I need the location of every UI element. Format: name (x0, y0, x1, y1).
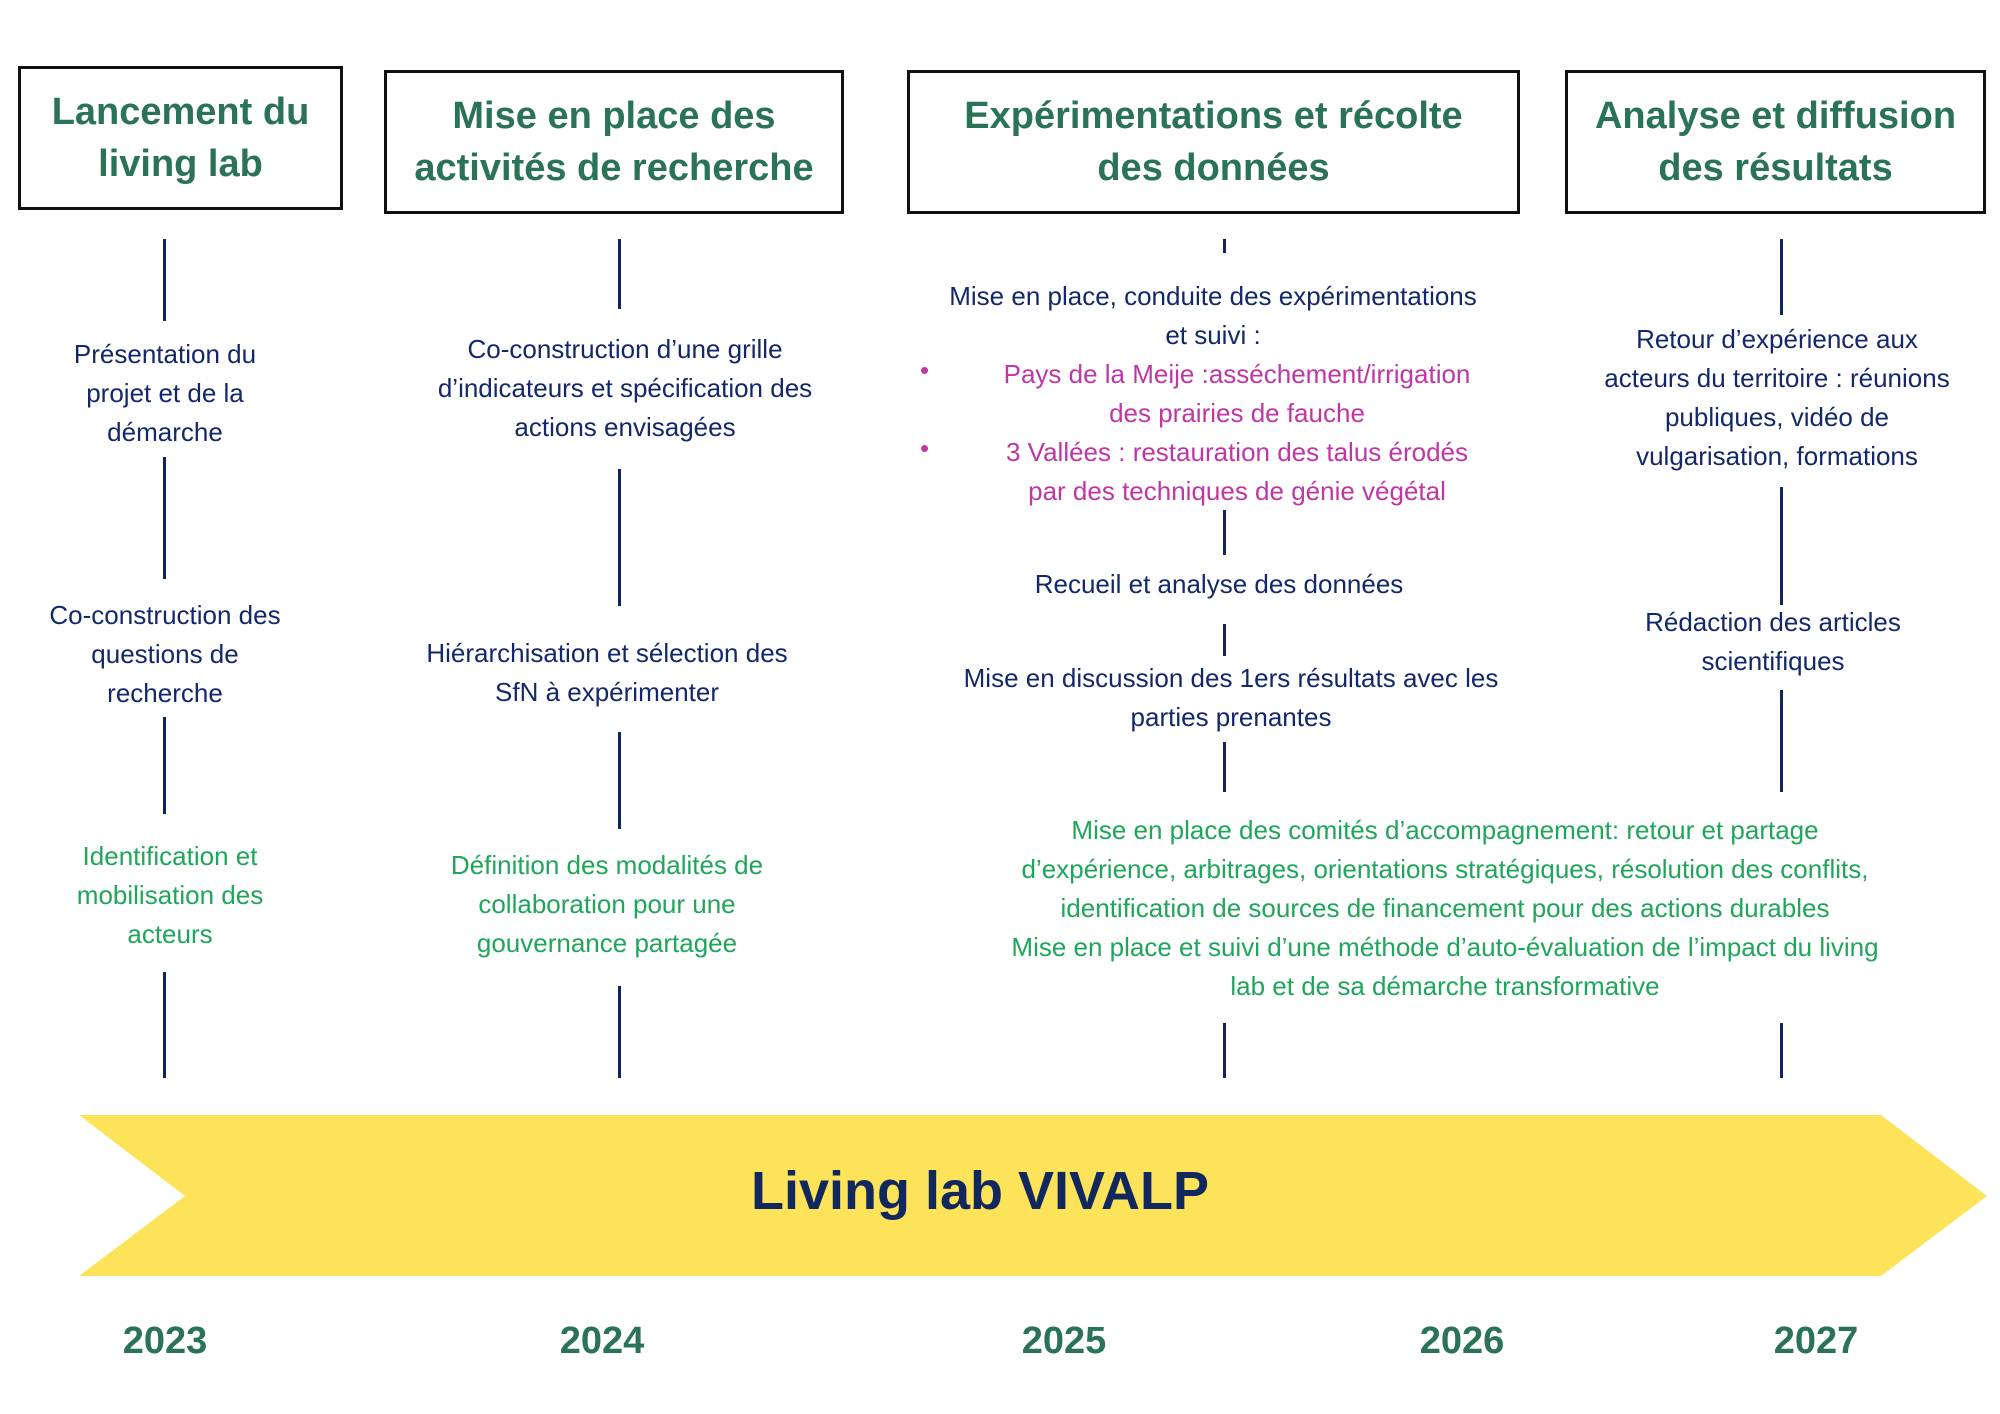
step-scientific-articles: Rédaction des articles scientifiques (1645, 603, 1901, 681)
step-line: Présentation du (73, 339, 257, 369)
connector-line (163, 457, 166, 579)
bullet-line: 3 Vallées : restauration des talus érodé… (1005, 437, 1469, 467)
phase-title: Analyse et diffusion des résultats (1595, 90, 1956, 194)
step-line: d’expérience, arbitrages, orientations s… (1021, 854, 1869, 884)
phase-box-launch: Lancement du living lab (18, 66, 343, 210)
step-line: SfN à expérimenter (495, 677, 719, 707)
bullet-3-vallees: 3 Vallées : restauration des talus érodé… (1006, 433, 1468, 511)
timeline-title: Living lab VIVALP (750, 1161, 1210, 1221)
step-line: acteurs (127, 919, 213, 949)
step-line: Mise en discussion des 1ers résultats av… (963, 663, 1499, 693)
phase-title-line: Lancement du (51, 91, 310, 133)
step-line: mobilisation des (76, 880, 264, 910)
step-line: Recueil et analyse des données (1034, 569, 1404, 599)
phase-box-analysis: Analyse et diffusion des résultats (1565, 70, 1986, 214)
step-line: projet et de la (86, 378, 244, 408)
step-experiments-setup: Mise en place, conduite des expérimentat… (949, 277, 1477, 355)
phase-box-research-setup: Mise en place des activités de recherche (384, 70, 844, 214)
arrow-shape (79, 1115, 1987, 1276)
bullet-line: Pays de la Meije :asséchement/irrigation (1003, 359, 1471, 389)
connector-line (1223, 510, 1226, 555)
phase-title-line: Expérimentations et récolte (964, 95, 1463, 137)
step-research-questions: Co-construction des questions de recherc… (49, 596, 280, 713)
connector-line (163, 239, 166, 321)
connector-line (1223, 742, 1226, 792)
step-data-collection: Recueil et analyse des données (1035, 565, 1404, 604)
phase-title-line: Analyse et diffusion (1594, 95, 1957, 137)
year-2023: 2023 (122, 1320, 208, 1362)
phase-title: Lancement du living lab (52, 86, 310, 190)
step-line: parties prenantes (1130, 702, 1332, 732)
step-line: scientifiques (1701, 646, 1845, 676)
step-actor-identification: Identification et mobilisation des acteu… (77, 837, 263, 954)
phase-title-line: living lab (98, 143, 263, 185)
step-line: Retour d’expérience aux (1636, 324, 1918, 354)
connector-line (618, 986, 621, 1078)
connector-line (163, 972, 166, 1078)
year-2025: 2025 (1021, 1320, 1107, 1362)
connector-line (1780, 487, 1783, 605)
step-line: Rédaction des articles (1645, 607, 1901, 637)
phase-title: Mise en place des activités de recherche (414, 90, 813, 194)
step-line: et suivi : (1165, 320, 1261, 350)
year-2027: 2027 (1773, 1320, 1859, 1362)
step-line: d’indicateurs et spécification des (437, 373, 813, 403)
step-project-presentation: Présentation du projet et de la démarche (74, 335, 256, 452)
step-line: Co-construction d’une grille (467, 334, 783, 364)
step-sfn-selection: Hiérarchisation et sélection des SfN à e… (426, 634, 787, 712)
bullet-line: par des techniques de génie végétal (1028, 476, 1446, 506)
connector-line (1223, 624, 1226, 656)
year-2026: 2026 (1419, 1320, 1505, 1362)
step-feedback-territory: Retour d’expérience aux acteurs du terri… (1604, 320, 1949, 476)
bullet-icon: • (920, 355, 930, 385)
step-line: Co-construction des (49, 600, 281, 630)
step-line: acteurs du territoire : réunions (1604, 363, 1950, 393)
connector-line (1223, 1023, 1226, 1078)
step-line: Mise en place des comités d’accompagneme… (1071, 815, 1819, 845)
phase-box-experiments: Expérimentations et récolte des données (907, 70, 1520, 214)
step-line: démarche (107, 417, 223, 447)
step-line: vulgarisation, formations (1636, 441, 1918, 471)
step-support-committees: Mise en place des comités d’accompagneme… (1011, 811, 1878, 1006)
step-line: lab et de sa démarche transformative (1230, 971, 1660, 1001)
step-line: Mise en place, conduite des expérimentat… (949, 281, 1477, 311)
step-line: Mise en place et suivi d’une méthode d’a… (1011, 932, 1879, 962)
connector-line (1780, 239, 1783, 315)
phase-title-line: des résultats (1658, 147, 1893, 189)
year-2024: 2024 (559, 1320, 645, 1362)
phase-title-line: des données (1097, 147, 1330, 189)
step-line: Identification et (82, 841, 258, 871)
connector-line (1780, 1023, 1783, 1078)
connector-line (163, 717, 166, 814)
connector-line (618, 469, 621, 606)
bullet-meije: Pays de la Meije :asséchement/irrigation… (1004, 355, 1471, 433)
bullet-icon: • (920, 433, 930, 463)
step-line: gouvernance partagée (476, 928, 738, 958)
step-line: Définition des modalités de (450, 850, 764, 880)
connector-line (1223, 239, 1226, 253)
step-line: identification de sources de financement… (1060, 893, 1830, 923)
bullet-line: des prairies de fauche (1109, 398, 1365, 428)
step-line: recherche (107, 678, 223, 708)
phase-title: Expérimentations et récolte des données (964, 90, 1462, 194)
step-line: questions de (91, 639, 239, 669)
phase-title-line: Mise en place des (452, 95, 776, 137)
phase-title-line: activités de recherche (414, 147, 814, 189)
connector-line (618, 239, 621, 309)
step-line: actions envisagées (514, 412, 736, 442)
connector-line (618, 732, 621, 829)
connector-line (1780, 690, 1783, 792)
step-results-discussion: Mise en discussion des 1ers résultats av… (964, 659, 1499, 737)
step-line: publiques, vidéo de (1664, 402, 1890, 432)
step-line: collaboration pour une (478, 889, 736, 919)
step-indicator-grid: Co-construction d’une grille d’indicateu… (438, 330, 812, 447)
step-line: Hiérarchisation et sélection des (426, 638, 788, 668)
step-collaboration-modalities: Définition des modalités de collaboratio… (451, 846, 763, 963)
